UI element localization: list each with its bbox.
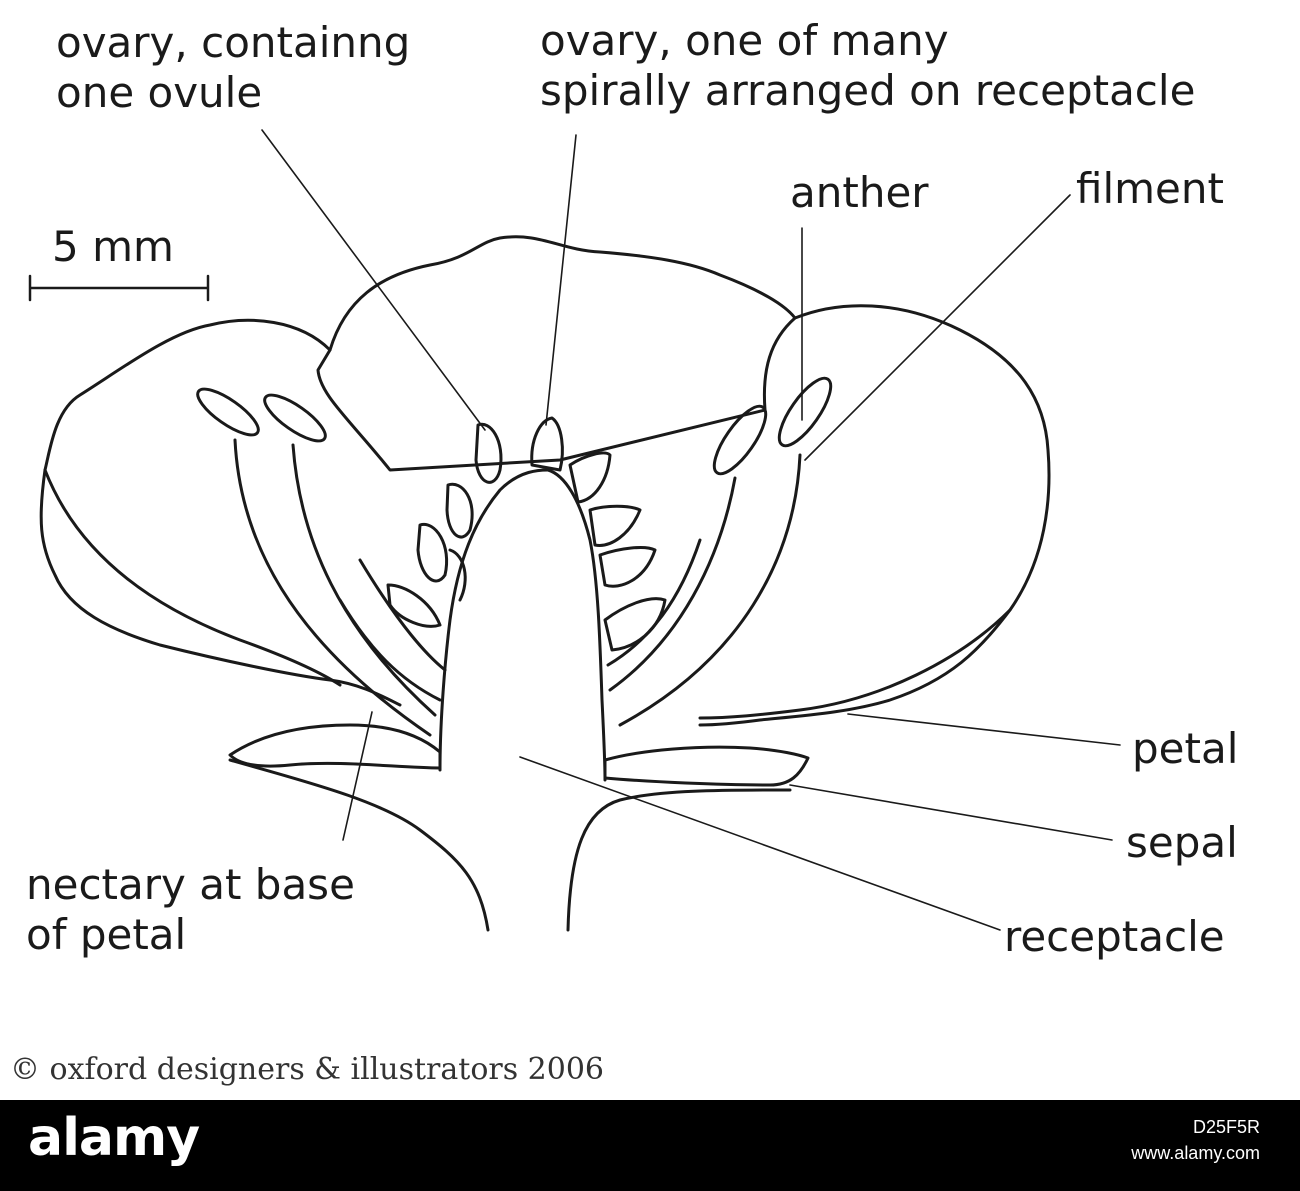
filament-left-2 (291, 443, 437, 717)
anther-left-2 (263, 393, 327, 443)
right-petal (698, 304, 1051, 727)
receptacle-right (546, 468, 607, 782)
label-ovary-spiral-line2: spirally arranged on receptacle (540, 66, 1196, 115)
left-petal-base (43, 468, 342, 687)
filament-right-2 (618, 453, 802, 727)
right-petal-base (698, 608, 1012, 720)
label-scale: 5 mm (52, 222, 174, 271)
label-ovary-one-ovule-line2: one ovule (56, 68, 263, 117)
label-nectary-line1: nectary at base (26, 860, 355, 909)
leader-ovary-one-ovule (261, 129, 486, 431)
anther-right-1 (712, 404, 768, 476)
leader-filament (804, 194, 1071, 461)
image-id: D25F5R (1192, 1117, 1260, 1137)
ovary-right-4 (603, 597, 667, 652)
anther-left-1 (196, 387, 260, 437)
leader-sepal (789, 784, 1113, 841)
label-ovary-spiral-line1: ovary, one of many (540, 16, 949, 65)
label-filament: filment (1076, 164, 1224, 213)
leader-nectary (342, 711, 373, 841)
ovary-left-2 (445, 482, 474, 539)
label-sepal: sepal (1126, 818, 1238, 867)
scale-bar (28, 274, 210, 302)
filament-right-1 (608, 476, 737, 692)
flower-section-drawing (28, 129, 1121, 932)
label-ovary-spiral: ovary, one of many spirally arranged on … (540, 16, 1195, 116)
left-sepal (228, 723, 442, 770)
footer-id: D25F5R www.alamy.com (1131, 1114, 1260, 1166)
label-petal: petal (1132, 724, 1239, 773)
stem-left (228, 758, 490, 932)
filament-left-1 (233, 438, 432, 737)
label-nectary: nectary at base of petal (26, 860, 355, 960)
stem-right (566, 788, 792, 932)
ovary-top (530, 416, 564, 472)
label-ovary-one-ovule-line1: ovary, containng (56, 18, 411, 67)
filament-left-4 (358, 558, 447, 672)
leader-petal (847, 713, 1121, 746)
leader-receptacle (519, 756, 1001, 931)
alamy-logo: alamy (28, 1108, 200, 1168)
back-petal (316, 235, 797, 472)
receptacle-left (438, 468, 550, 772)
filament-left-3 (338, 598, 442, 702)
leader-ovary-spiral (545, 134, 577, 426)
label-anther: anther (790, 168, 929, 217)
label-receptacle: receptacle (1004, 912, 1225, 961)
ovary-right-2 (588, 504, 642, 547)
copyright-credit: © oxford designers & illustrators 2006 (10, 1052, 605, 1087)
label-ovary-one-ovule: ovary, containng one ovule (56, 18, 410, 118)
anther-right-2 (777, 376, 833, 448)
left-petal (39, 318, 402, 707)
ovary-right-3 (598, 546, 657, 588)
diagram-canvas: ovary, containng one ovule ovary, one of… (10, 16, 1239, 1087)
right-sepal (603, 745, 810, 787)
ovary-left-5 (448, 548, 467, 602)
site-url: www.alamy.com (1131, 1143, 1260, 1163)
filament-right-3 (606, 538, 702, 667)
ovary-left-1 (474, 422, 503, 484)
ovary-left-3 (416, 522, 448, 583)
watermark-footer: alamy D25F5R www.alamy.com (0, 1100, 1300, 1191)
ovary-right-1 (568, 451, 612, 504)
label-nectary-line2: of petal (26, 910, 187, 959)
ovary-left-4 (386, 583, 442, 628)
leader-lines (261, 129, 1121, 931)
